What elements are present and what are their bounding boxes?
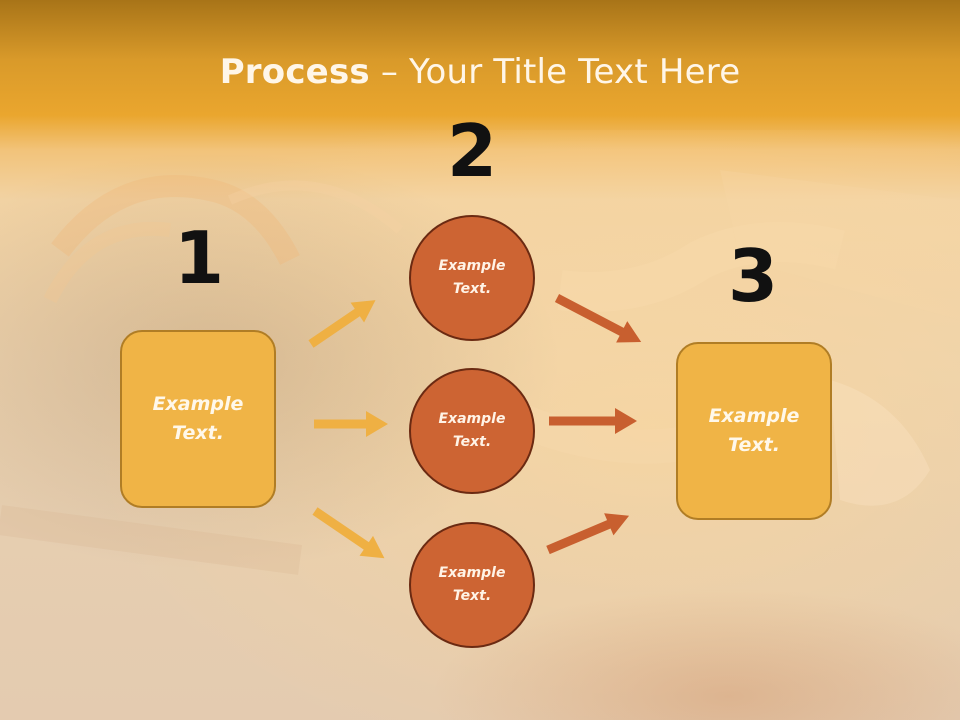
- arrow-1-to-middle: [314, 411, 388, 437]
- arrow-1-to-top: [308, 300, 376, 348]
- step-3-box: Example Text.: [676, 342, 832, 520]
- arrow-shape: [308, 300, 376, 348]
- arrow-shape: [554, 294, 642, 343]
- arrow-top-to-3: [554, 294, 642, 343]
- step-number-1: 1: [173, 216, 225, 300]
- arrow-shape: [546, 513, 630, 555]
- step-2-circle-top: Example Text.: [409, 215, 535, 341]
- circle-top-text: Example Text.: [438, 258, 506, 297]
- arrow-shape: [314, 411, 388, 437]
- arrow-shape: [312, 507, 385, 559]
- arrow-shape: [549, 408, 637, 434]
- step-3-text: Example Text.: [708, 405, 800, 456]
- circle-middle-text: Example Text.: [438, 411, 506, 450]
- arrow-middle-to-3: [549, 408, 637, 434]
- step-1-box: Example Text.: [120, 330, 276, 508]
- step-2-circle-middle: Example Text.: [409, 368, 535, 494]
- step-2-circle-bottom: Example Text.: [409, 522, 535, 648]
- step-1-text: Example Text.: [152, 393, 244, 444]
- arrow-1-to-bottom: [312, 507, 385, 559]
- arrow-bottom-to-3: [546, 513, 630, 555]
- title-rest: – Your Title Text Here: [369, 52, 741, 92]
- step-number-2: 2: [446, 109, 498, 193]
- circle-bottom-text: Example Text.: [438, 565, 506, 604]
- title-bold: Process: [219, 52, 370, 92]
- slide-title: Process – Your Title Text Here: [0, 52, 960, 92]
- step-number-3: 3: [727, 234, 779, 318]
